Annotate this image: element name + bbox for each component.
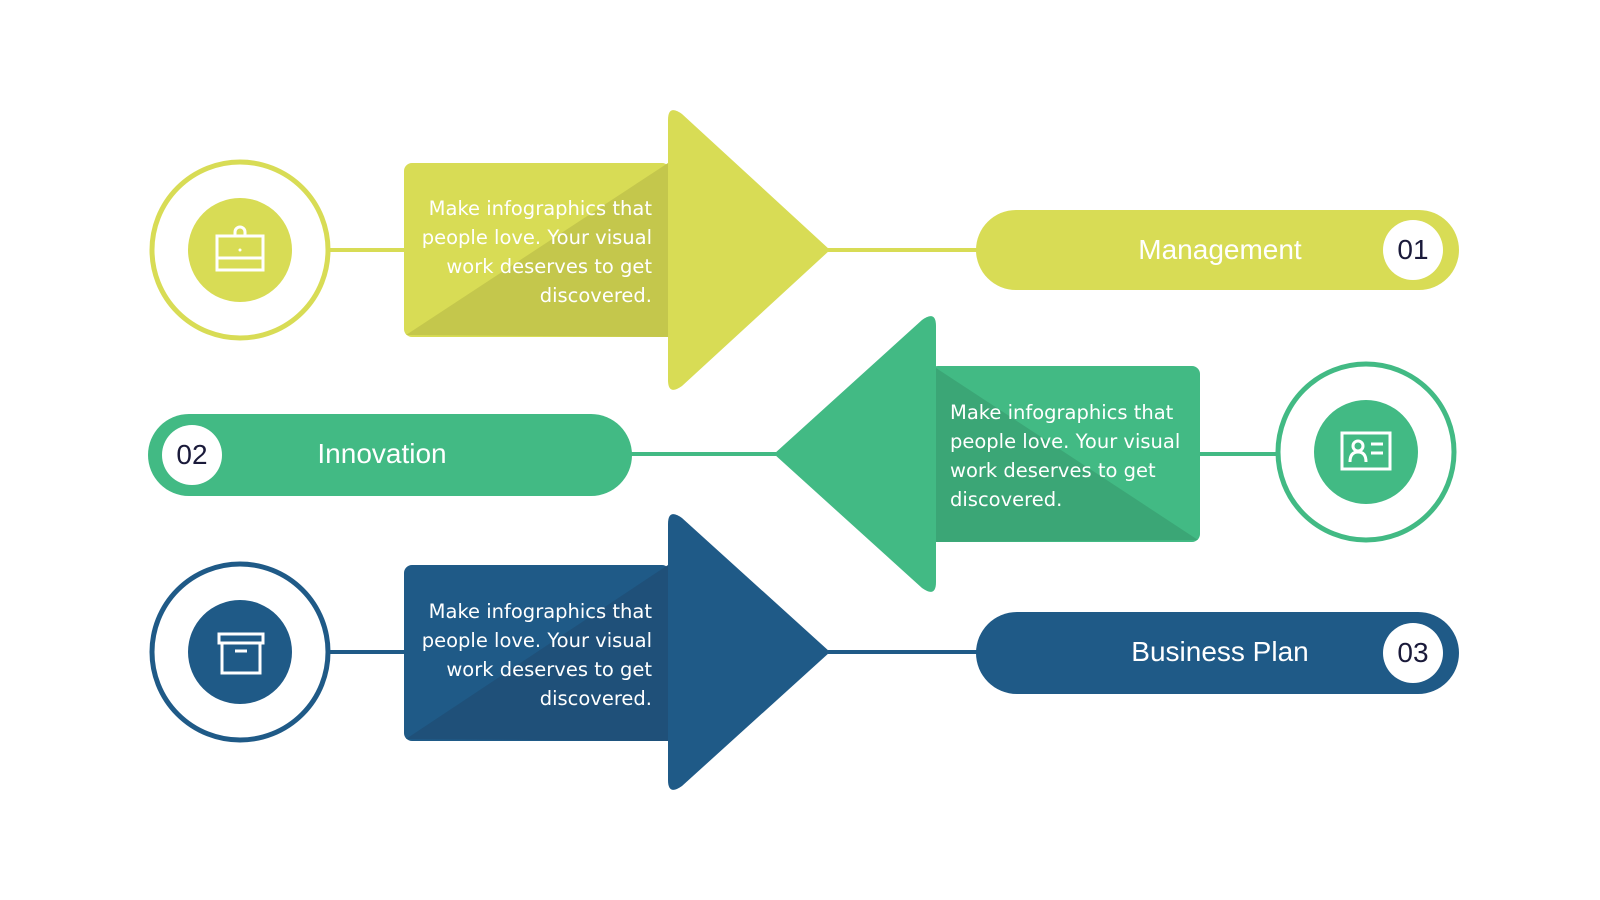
step-2-arrow-head	[774, 316, 936, 592]
step-2-number-badge: 02	[162, 425, 222, 485]
step-1-description: Make infographics that people love. Your…	[421, 197, 652, 307]
step-1-arrow-shade	[406, 163, 668, 337]
step-2-pill	[148, 414, 632, 496]
step-1	[149, 110, 1459, 390]
archive-box-icon	[217, 632, 265, 675]
step-2-title: Innovation	[317, 438, 447, 469]
step-3-pill	[976, 612, 1459, 694]
step-3-description: Make infographics that people love. Your…	[421, 600, 652, 710]
step-1-arrow-head	[668, 110, 830, 390]
step-2	[148, 316, 1457, 592]
step-3-number-badge: 03	[1383, 623, 1443, 683]
step-3	[149, 514, 1459, 790]
briefcase-icon	[215, 225, 265, 272]
step-1-pill	[976, 210, 1459, 290]
step-1-title: Management	[1138, 234, 1302, 265]
step-2-outer-ring	[1275, 361, 1457, 543]
step-3-arrow-shade	[406, 565, 668, 741]
step-1-number-badge: 01	[1383, 220, 1443, 280]
step-2-arrow-shade	[936, 368, 1198, 542]
step-3-title: Business Plan	[1131, 636, 1309, 667]
id-card-icon	[1340, 431, 1392, 471]
step-2-icon-circle	[1314, 400, 1418, 504]
step-2-description: Make infographics that people love. Your…	[950, 401, 1181, 511]
step-3-arrow-head	[668, 514, 830, 790]
